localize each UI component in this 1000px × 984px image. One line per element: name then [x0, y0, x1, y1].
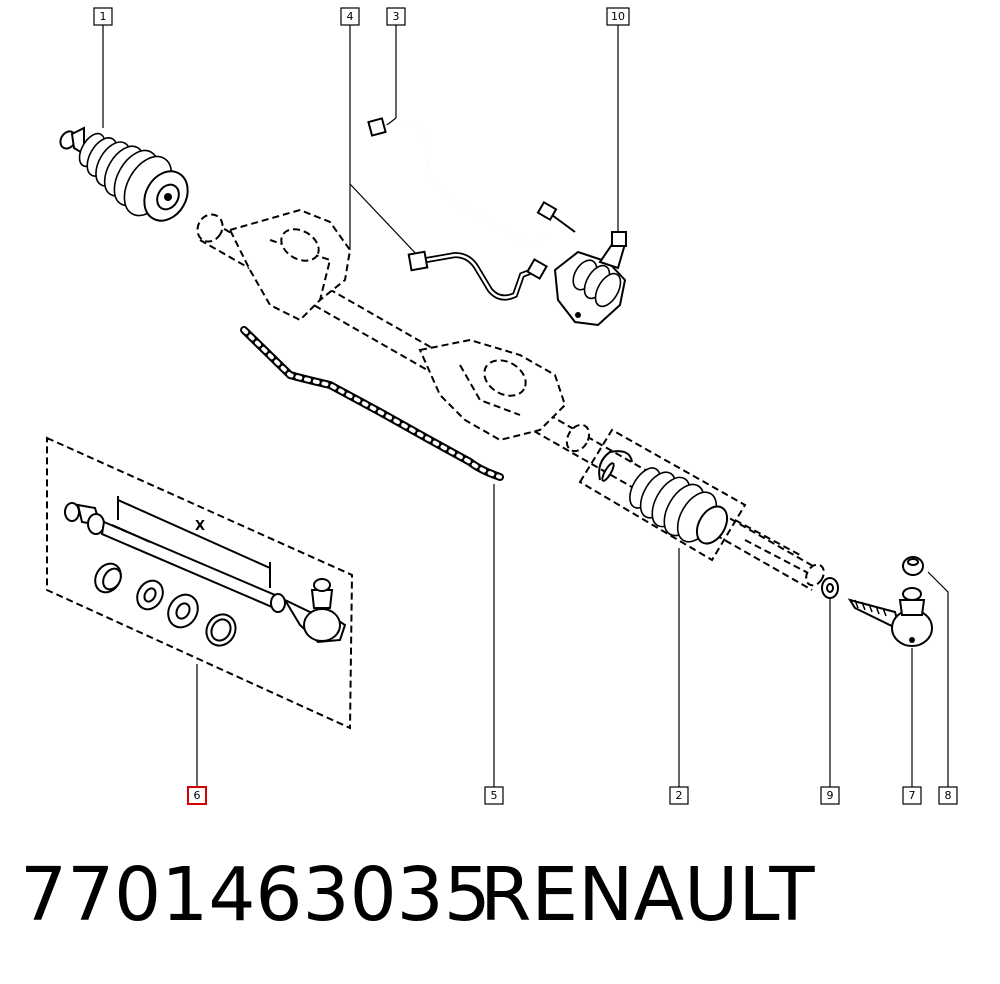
callout-7[interactable]: 7 [902, 786, 922, 805]
svg-text:1: 1 [100, 10, 107, 23]
callout-8[interactable]: 8 [938, 786, 958, 805]
part-6-tie-rod-kit[interactable]: X [46, 436, 354, 730]
callout-10[interactable]: 10 [606, 7, 630, 26]
part-1-steering-boot[interactable] [57, 126, 196, 229]
callout-3[interactable]: 3 [386, 7, 406, 26]
part-3-hydraulic-pipe-upper[interactable] [367, 117, 576, 246]
part-7-tie-rod-end[interactable] [847, 587, 933, 647]
svg-text:8: 8 [945, 789, 952, 802]
svg-text:9: 9 [827, 789, 834, 802]
steering-rack-housing [196, 208, 825, 591]
footer-brand-name: RENAULT [480, 852, 815, 938]
svg-text:3: 3 [393, 10, 400, 23]
leader-lines [102, 24, 949, 788]
svg-text:X: X [195, 519, 205, 534]
part-9-lock-nut[interactable] [821, 577, 839, 599]
part-8-castle-nut[interactable] [902, 556, 924, 576]
callout-5[interactable]: 5 [484, 786, 504, 805]
part-4-hydraulic-pipe-lower[interactable] [407, 250, 548, 301]
part-5-seal-strip[interactable] [240, 326, 504, 481]
callout-9[interactable]: 9 [820, 786, 840, 805]
callout-6[interactable]: 6 [187, 786, 207, 805]
callout-1[interactable]: 1 [93, 7, 113, 26]
callout-4[interactable]: 4 [340, 7, 360, 26]
part-10-valve-body[interactable] [553, 231, 627, 327]
svg-text:7: 7 [909, 789, 916, 802]
callout-2[interactable]: 2 [669, 786, 689, 805]
svg-text:4: 4 [347, 10, 354, 23]
footer-part-number: 7701463035 [20, 852, 491, 938]
svg-text:6: 6 [194, 789, 201, 802]
svg-text:10: 10 [611, 10, 625, 23]
svg-text:5: 5 [491, 789, 498, 802]
part-2-boot-kit[interactable] [578, 428, 747, 562]
svg-text:2: 2 [676, 789, 683, 802]
